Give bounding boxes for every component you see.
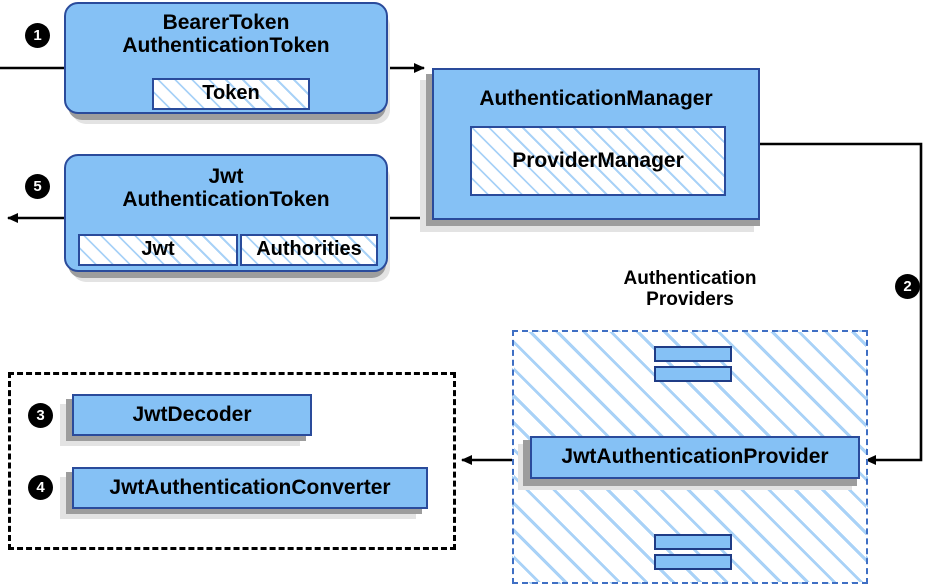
provider-stack-bar-bottom-2 [654, 554, 732, 570]
step-badge-5-label: 5 [33, 178, 42, 195]
jwt-token-title-line2: AuthenticationToken [122, 187, 330, 211]
bearer-token-title-line1: BearerToken [162, 11, 290, 34]
provider-manager-inner-box[interactable]: ProviderManager [470, 126, 726, 196]
step-badge-1-label: 1 [33, 27, 42, 44]
step-badge-3: 3 [28, 403, 53, 428]
authentication-manager-node[interactable]: AuthenticationManager ProviderManager [432, 68, 760, 220]
authentication-providers-caption: Authentication Providers [512, 268, 868, 311]
provider-manager-label: ProviderManager [512, 148, 684, 172]
provider-stack-bar-bottom-1 [654, 534, 732, 550]
step-badge-5: 5 [25, 174, 50, 199]
jwt-inner-box[interactable]: Jwt [78, 234, 238, 266]
token-inner-box[interactable]: Token [152, 78, 310, 110]
jwt-decoder-node[interactable]: JwtDecoder [72, 394, 312, 436]
provider-stack-bar-top-1 [654, 346, 732, 362]
providers-caption-line1: Authentication [623, 268, 757, 289]
step-badge-2-label: 2 [903, 278, 912, 295]
jwt-authentication-provider-node[interactable]: JwtAuthenticationProvider [530, 436, 860, 479]
step-badge-4: 4 [28, 475, 53, 500]
bearer-token-title-line2: AuthenticationToken [122, 33, 330, 57]
step-badge-2: 2 [895, 274, 920, 299]
jwt-token-title-line1: Jwt [208, 165, 244, 188]
step-badge-3-label: 3 [36, 407, 45, 424]
jwt-authentication-converter-node[interactable]: JwtAuthenticationConverter [72, 467, 428, 509]
step-badge-1: 1 [25, 23, 50, 48]
providers-caption-line2: Providers [646, 289, 734, 311]
jwt-authentication-provider-label: JwtAuthenticationProvider [561, 445, 829, 469]
jwt-support-container [8, 372, 456, 550]
authorities-inner-box[interactable]: Authorities [240, 234, 378, 266]
bearer-token-authentication-token-node[interactable]: BearerToken AuthenticationToken Token [64, 2, 388, 114]
provider-stack-bar-top-2 [654, 366, 732, 382]
authorities-label: Authorities [256, 238, 362, 261]
jwt-label: Jwt [141, 238, 175, 261]
token-label: Token [202, 82, 260, 105]
step-badge-4-label: 4 [36, 479, 45, 496]
jwt-decoder-label: JwtDecoder [132, 402, 252, 426]
jwt-authentication-token-node[interactable]: Jwt AuthenticationToken Jwt Authorities [64, 154, 388, 272]
jwt-authentication-converter-label: JwtAuthenticationConverter [109, 475, 391, 499]
authentication-manager-title: AuthenticationManager [479, 87, 713, 110]
